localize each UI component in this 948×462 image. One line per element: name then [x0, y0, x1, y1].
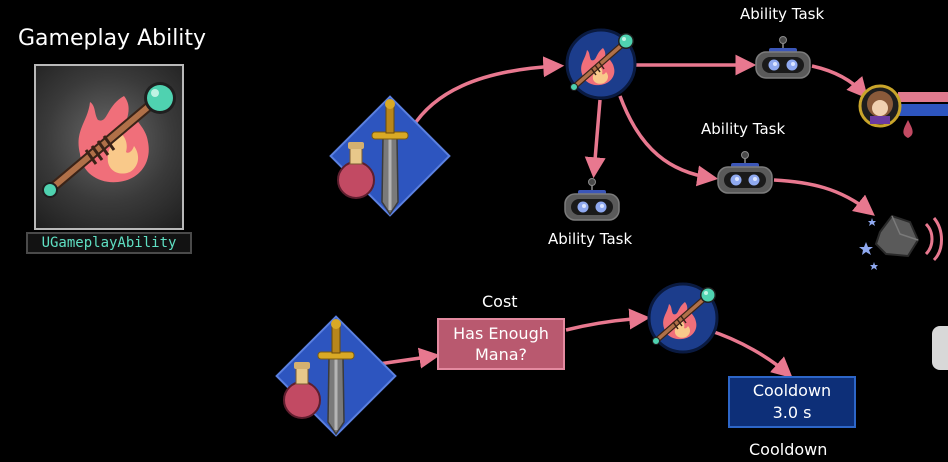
- rock-impact-icon: [859, 214, 943, 270]
- page-title: Gameplay Ability: [18, 26, 207, 51]
- ability-card: [34, 64, 184, 230]
- arrow-ability-to-task-mid: [618, 95, 719, 187]
- class-label: UGameplayAbility: [26, 232, 192, 254]
- arrow-start-to-ability: [406, 56, 565, 136]
- sword-potion-icon: [275, 315, 397, 437]
- cost-box-line1: Has Enough: [453, 324, 549, 343]
- cost-check-box: Has Enough Mana?: [437, 318, 565, 370]
- character-portrait-icon: [858, 84, 948, 138]
- arrow-cost-to-ability2: [565, 308, 651, 332]
- cooldown-box-line2: 3.0 s: [772, 403, 812, 422]
- arrow-ability2-to-cooldown: [707, 328, 793, 379]
- offscreen-icon-fragment: [932, 326, 948, 370]
- staff-flame-icon: [42, 82, 176, 198]
- robot-task-icon: [564, 177, 620, 221]
- ability-task-label-bottom: Ability Task: [548, 230, 633, 248]
- sword-potion-icon: [329, 95, 451, 217]
- cooldown-box-line1: Cooldown: [752, 381, 832, 400]
- arrow-task-top-to-character: [811, 64, 869, 99]
- ability-task-label-top: Ability Task: [740, 5, 825, 23]
- cooldown-box: Cooldown 3.0 s: [728, 376, 856, 428]
- robot-task-icon: [755, 35, 811, 79]
- arrow-ability-to-task-bottom: [584, 99, 606, 179]
- robot-task-icon: [717, 150, 773, 194]
- arrow-task-mid-to-rock: [773, 178, 875, 216]
- cost-label: Cost: [482, 292, 518, 311]
- staff-flame-icon: [565, 28, 635, 100]
- cooldown-label: Cooldown: [749, 440, 828, 459]
- cost-box-line2: Mana?: [474, 345, 528, 364]
- staff-flame-icon: [647, 282, 717, 354]
- ability-task-label-mid: Ability Task: [701, 120, 786, 138]
